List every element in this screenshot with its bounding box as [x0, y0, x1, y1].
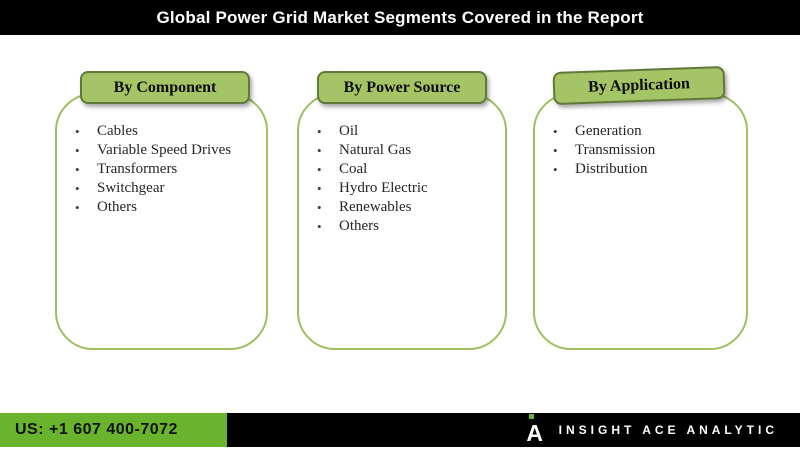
list-item: Others: [57, 198, 258, 217]
title-bar: Global Power Grid Market Segments Covere…: [0, 0, 800, 35]
list-item: Switchgear: [57, 179, 258, 198]
footer-brand-bar: A INSIGHT ACE ANALYTIC: [227, 413, 800, 447]
panel-by-power-source: OilNatural GasCoalHydro ElectricRenewabl…: [297, 93, 507, 350]
list-item: Oil: [299, 122, 497, 141]
brand-logo: A INSIGHT ACE ANALYTIC: [525, 414, 800, 446]
header-by-power-source: By Power Source: [317, 71, 487, 104]
logo-letter: A: [526, 420, 543, 446]
list-item: Renewables: [299, 198, 497, 217]
page-title: Global Power Grid Market Segments Covere…: [156, 7, 644, 27]
list-item: Cables: [57, 122, 258, 141]
component-list: CablesVariable Speed DrivesTransformersS…: [57, 95, 266, 217]
panel-by-application: GenerationTransmissionDistribution: [533, 93, 748, 350]
list-item: Hydro Electric: [299, 179, 497, 198]
logo-green-square-icon: [528, 414, 534, 419]
footer-phone-bar: US: +1 607 400-7072: [0, 413, 227, 447]
power-source-list: OilNatural GasCoalHydro ElectricRenewabl…: [299, 95, 505, 236]
brand-name: INSIGHT ACE ANALYTIC: [558, 423, 778, 437]
list-item: Natural Gas: [299, 141, 497, 160]
phone-number: US: +1 607 400-7072: [15, 421, 178, 438]
list-item: Generation: [535, 122, 738, 141]
list-item: Transformers: [57, 160, 258, 179]
header-by-application: By Application: [552, 66, 726, 105]
header-by-component: By Component: [80, 71, 250, 104]
panel-by-component: CablesVariable Speed DrivesTransformersS…: [55, 93, 268, 350]
list-item: Others: [299, 217, 497, 236]
brand-logo-icon: A: [525, 414, 545, 446]
list-item: Variable Speed Drives: [57, 141, 258, 160]
list-item: Coal: [299, 160, 497, 179]
application-list: GenerationTransmissionDistribution: [535, 95, 746, 179]
list-item: Distribution: [535, 160, 738, 179]
list-item: Transmission: [535, 141, 738, 160]
